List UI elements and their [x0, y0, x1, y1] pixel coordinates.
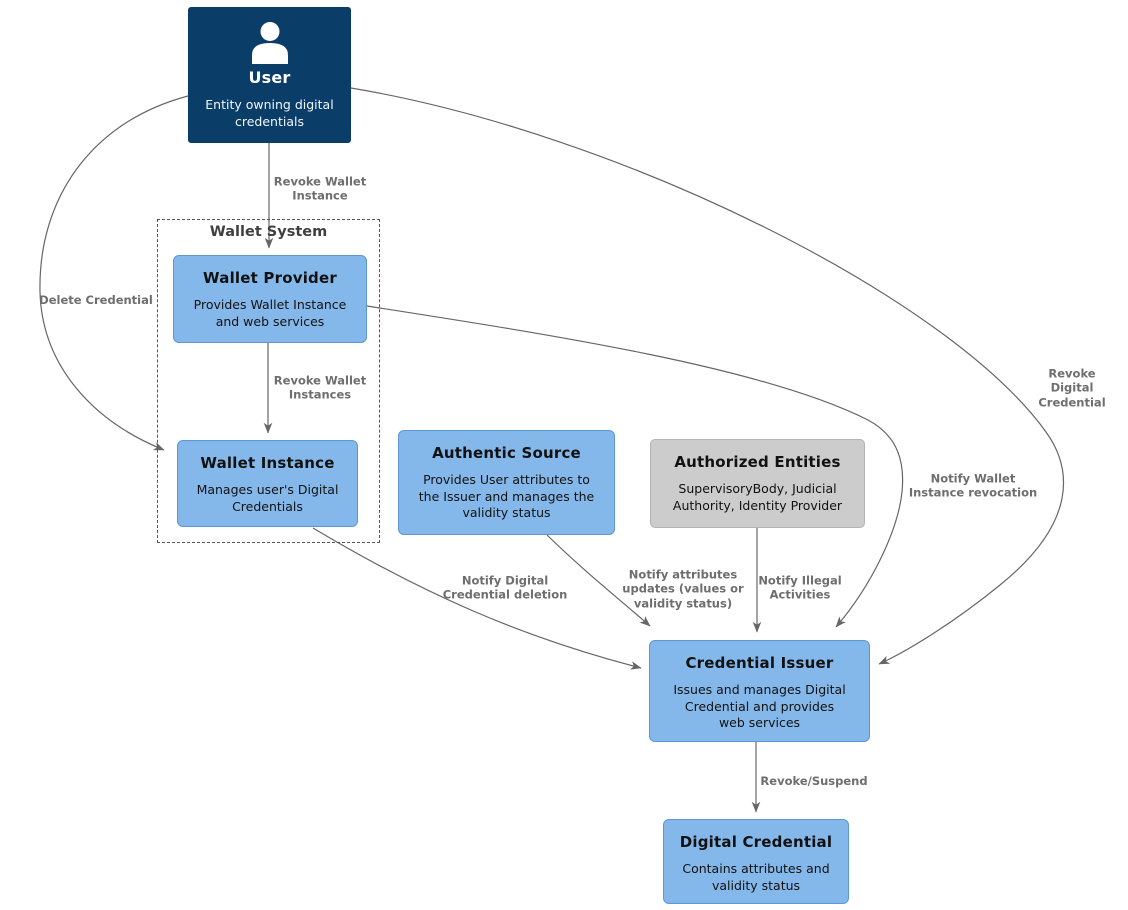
authorized-entities-node: Authorized Entities SupervisoryBody, Jud…: [650, 439, 865, 528]
edge-wallet-instance-to-credential-issuer: [312, 527, 642, 670]
wallet-instance-node-description: Manages user's Digital Credentials: [196, 482, 339, 514]
edge-label-revoke-digital-credential: Revoke Digital Credential: [1038, 366, 1106, 410]
credential-issuer-node-title: Credential Issuer: [685, 654, 834, 672]
edge-label-revoke-wallet-instance: Revoke Wallet Instance: [273, 174, 367, 203]
edge-user-to-wallet-instance: [39, 95, 189, 451]
authentic-source-node-title: Authentic Source: [432, 444, 581, 462]
digital-credential-node: Digital Credential Contains attributes a…: [663, 819, 849, 904]
user-node-title: User: [248, 68, 291, 87]
wallet-system-group-title: Wallet System: [209, 224, 328, 240]
user-node-description: Entity owning digital credentials: [205, 97, 334, 129]
user-node: User Entity owning digital credentials: [188, 7, 351, 143]
digital-credential-node-title: Digital Credential: [679, 833, 833, 851]
person-icon: [251, 22, 288, 64]
edge-label-notify-wallet-instance-revocation: Notify Wallet Instance revocation: [908, 471, 1038, 500]
edge-label-notify-attributes-updates: Notify attributes updates (values or val…: [622, 567, 744, 611]
wallet-instance-node-title: Wallet Instance: [200, 454, 335, 472]
edge-user-to-credential-issuer: [350, 87, 1065, 665]
edge-authentic-source-to-credential-issuer: [546, 534, 651, 627]
edge-label-revoke-wallet-instances: Revoke Wallet Instances: [273, 373, 367, 402]
digital-credential-node-description: Contains attributes and validity status: [682, 861, 830, 893]
wallet-provider-node-description: Provides Wallet Instance and web service…: [193, 297, 347, 329]
credential-issuer-node: Credential Issuer Issues and manages Dig…: [649, 640, 870, 742]
edge-label-revoke-suspend: Revoke/Suspend: [760, 773, 868, 788]
authorized-entities-node-description: SupervisoryBody, Judicial Authority, Ide…: [672, 481, 843, 513]
authentic-source-node: Authentic Source Provides User attribute…: [398, 430, 615, 535]
edge-wallet-provider-to-credential-issuer: [366, 305, 904, 628]
wallet-provider-node-title: Wallet Provider: [203, 269, 337, 287]
wallet-instance-node: Wallet Instance Manages user's Digital C…: [177, 440, 358, 527]
edge-label-notify-illegal-activities: Notify Illegal Activities: [758, 573, 842, 602]
credential-issuer-node-description: Issues and manages Digital Credential an…: [673, 682, 846, 730]
authorized-entities-node-title: Authorized Entities: [674, 453, 841, 471]
wallet-system-group: Wallet System: [157, 219, 380, 543]
authentic-source-node-description: Provides User attributes to the Issuer a…: [418, 472, 595, 520]
edge-label-delete-credential: Delete Credential: [39, 292, 153, 307]
wallet-provider-node: Wallet Provider Provides Wallet Instance…: [173, 255, 367, 343]
edge-label-notify-digital-credential-deletion: Notify Digital Credential deletion: [442, 573, 568, 602]
